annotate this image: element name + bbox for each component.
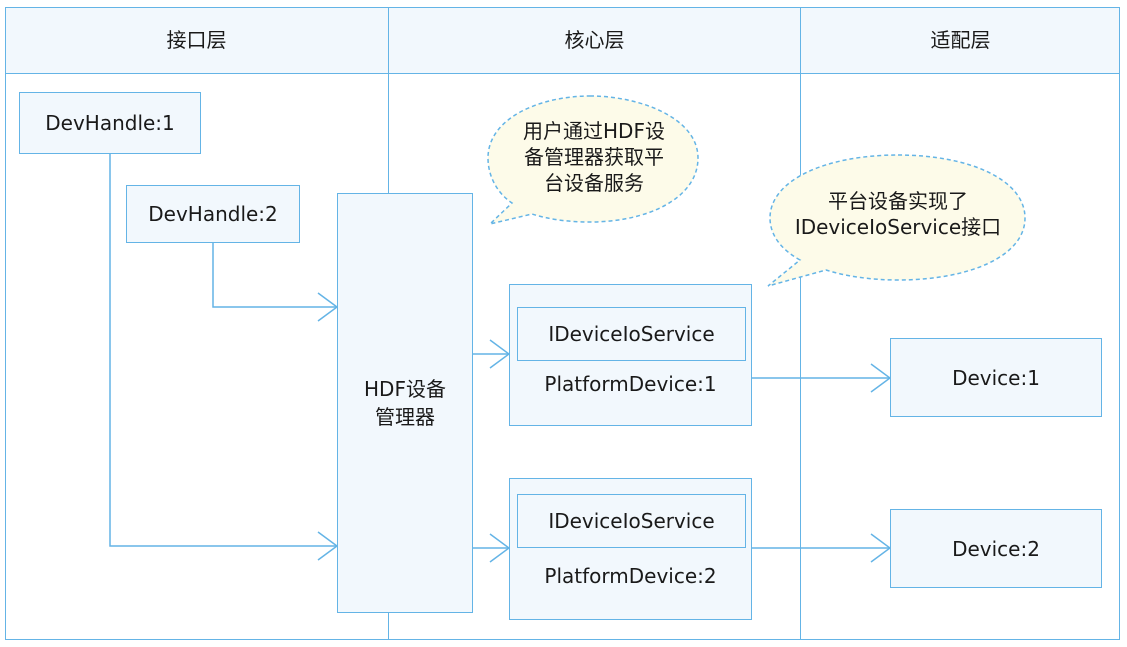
devhandle-2-label: DevHandle:2	[148, 202, 278, 226]
ioservice-1-box: IDeviceIoService	[517, 307, 746, 361]
platform-device-1-label: PlatformDevice:1	[544, 372, 717, 396]
column-header-band	[5, 7, 1120, 74]
callout-bubble-user	[487, 95, 699, 226]
devhandle-1-label: DevHandle:1	[45, 111, 175, 135]
connector-devhandle2-manager	[212, 243, 337, 308]
column-title-adapter: 适配层	[930, 28, 991, 52]
devhandle-1-box: DevHandle:1	[19, 92, 201, 154]
hdf-manager-label-line1: HDF设备	[364, 377, 446, 401]
callout-user-line2: 备管理器获取平	[524, 145, 664, 169]
divider-core-adapter	[800, 7, 801, 640]
column-title-interface: 接口层	[166, 28, 227, 52]
devhandle-2-box: DevHandle:2	[126, 185, 300, 243]
connector-devhandle1-manager	[109, 154, 337, 547]
column-title-core: 核心层	[564, 28, 625, 52]
callout-user-text: 用户通过HDF设 备管理器获取平 台设备服务	[490, 118, 698, 196]
device-1-label: Device:1	[952, 365, 1040, 390]
device-1-box: Device:1	[890, 338, 1102, 417]
callout-platform-text: 平台设备实现了 IDeviceIoService接口	[772, 188, 1024, 240]
callout-bubble-platform	[767, 154, 1026, 287]
ioservice-1-label: IDeviceIoService	[548, 322, 715, 346]
callout-platform-line1: 平台设备实现了	[828, 189, 968, 213]
diagram-frame	[5, 7, 1120, 640]
callout-platform-line2: IDeviceIoService接口	[794, 215, 1002, 239]
ioservice-2-box: IDeviceIoService	[517, 494, 746, 548]
device-2-box: Device:2	[890, 509, 1102, 588]
device-2-label: Device:2	[952, 536, 1040, 561]
callout-user-line1: 用户通过HDF设	[523, 119, 665, 143]
hdf-device-manager-box: HDF设备 管理器	[337, 193, 473, 613]
callout-user-line3: 台设备服务	[544, 171, 644, 195]
ioservice-2-label: IDeviceIoService	[548, 509, 715, 533]
platform-device-2-label: PlatformDevice:2	[544, 564, 717, 588]
hdf-manager-label-line2: 管理器	[375, 405, 435, 429]
